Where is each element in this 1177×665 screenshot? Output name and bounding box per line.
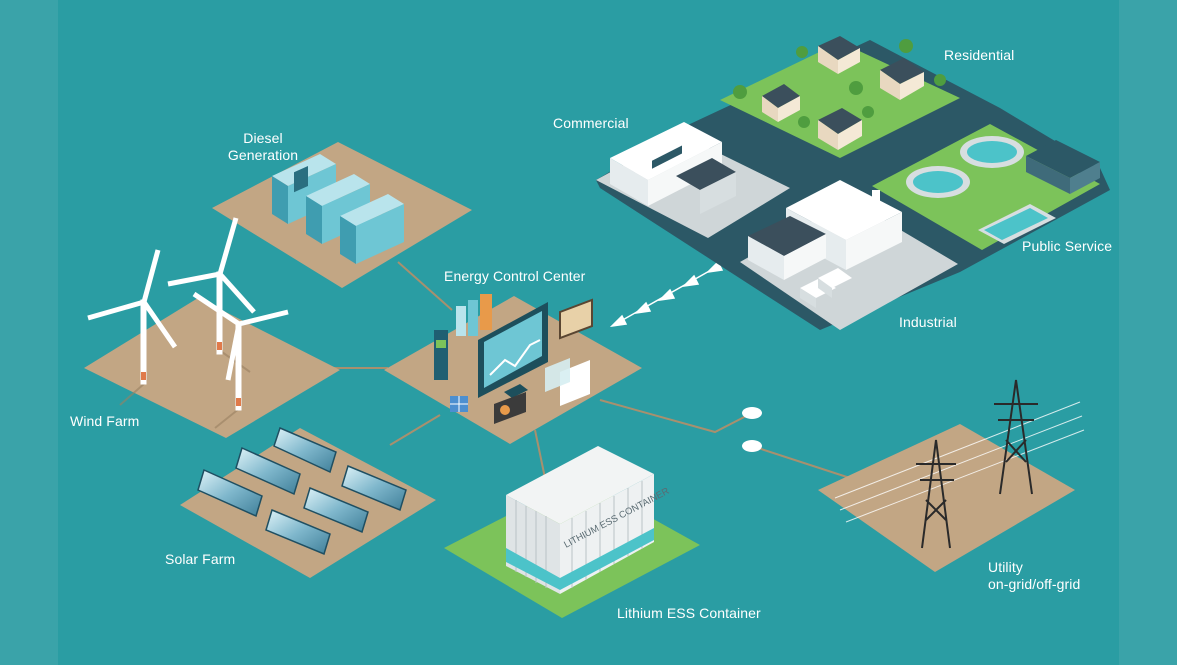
- industrial-label: Industrial: [899, 314, 957, 330]
- right-edge-band: [1119, 0, 1177, 665]
- diesel-label-line2: Generation: [227, 147, 299, 163]
- energy-control-center-tile: [384, 294, 642, 444]
- connection-node-upper: [742, 407, 762, 419]
- city-area: [596, 36, 1110, 330]
- residential-label: Residential: [944, 47, 1015, 63]
- bar-chart-widget: [456, 294, 492, 336]
- solar-farm-tile: [180, 426, 436, 578]
- map-widget: [559, 298, 593, 340]
- utility-tile: [818, 379, 1085, 572]
- transmission-tower: [916, 439, 956, 549]
- connection-nodes: [742, 407, 762, 452]
- utility-label-line1: Utility: [988, 559, 1023, 575]
- ess-container: LITHIUM ESS CONTAINER: [506, 446, 671, 594]
- house: [818, 36, 860, 74]
- public-service-block: [872, 124, 1100, 250]
- line-diesel-control: [397, 261, 453, 311]
- solar-farm-label: Solar Farm: [165, 551, 236, 567]
- wind-farm-label: Wind Farm: [70, 413, 140, 429]
- line-node-utility: [751, 445, 851, 479]
- connection-node-lower: [742, 440, 762, 452]
- wind-turbine: [192, 291, 289, 411]
- house: [880, 58, 924, 100]
- line-solar-control: [389, 414, 441, 446]
- diesel-label-line1: Diesel: [243, 130, 283, 146]
- lithium-ess-tile: LITHIUM ESS CONTAINER: [444, 446, 700, 618]
- lithium-ess-label: Lithium ESS Container: [617, 605, 761, 621]
- trucks: [800, 268, 852, 308]
- line-control-node: [599, 399, 753, 434]
- line-ess-control: [534, 429, 546, 479]
- commercial-label: Commercial: [553, 115, 629, 131]
- left-edge-band: [0, 0, 58, 665]
- document-widget: [545, 358, 590, 406]
- pie-widget: [494, 392, 526, 424]
- monitor: [478, 302, 548, 398]
- wind-farm-tile: [84, 217, 340, 438]
- energy-control-center-label: Energy Control Center: [444, 268, 586, 284]
- utility-label: Utility on-grid/off-grid: [988, 559, 1080, 593]
- diesel-generation-label: Diesel Generation: [208, 130, 318, 164]
- wind-turbine: [87, 249, 178, 385]
- commercial-block: [596, 122, 790, 238]
- solar-panels: [197, 426, 407, 556]
- grid-widget: [450, 396, 468, 412]
- residential-block: [720, 36, 960, 158]
- connection-lines: [330, 261, 851, 479]
- public-service-label: Public Service: [1022, 238, 1113, 254]
- house: [762, 84, 800, 122]
- industrial-block: [740, 180, 958, 330]
- side-panel-widget: [434, 330, 448, 380]
- diesel-generation-tile: [212, 142, 472, 288]
- house: [818, 108, 862, 150]
- service-building: [1026, 140, 1100, 194]
- generator-units: [272, 154, 404, 264]
- transmission-tower: [994, 379, 1038, 495]
- data-flow-arrows: [609, 260, 724, 328]
- utility-label-line2: on-grid/off-grid: [988, 576, 1081, 592]
